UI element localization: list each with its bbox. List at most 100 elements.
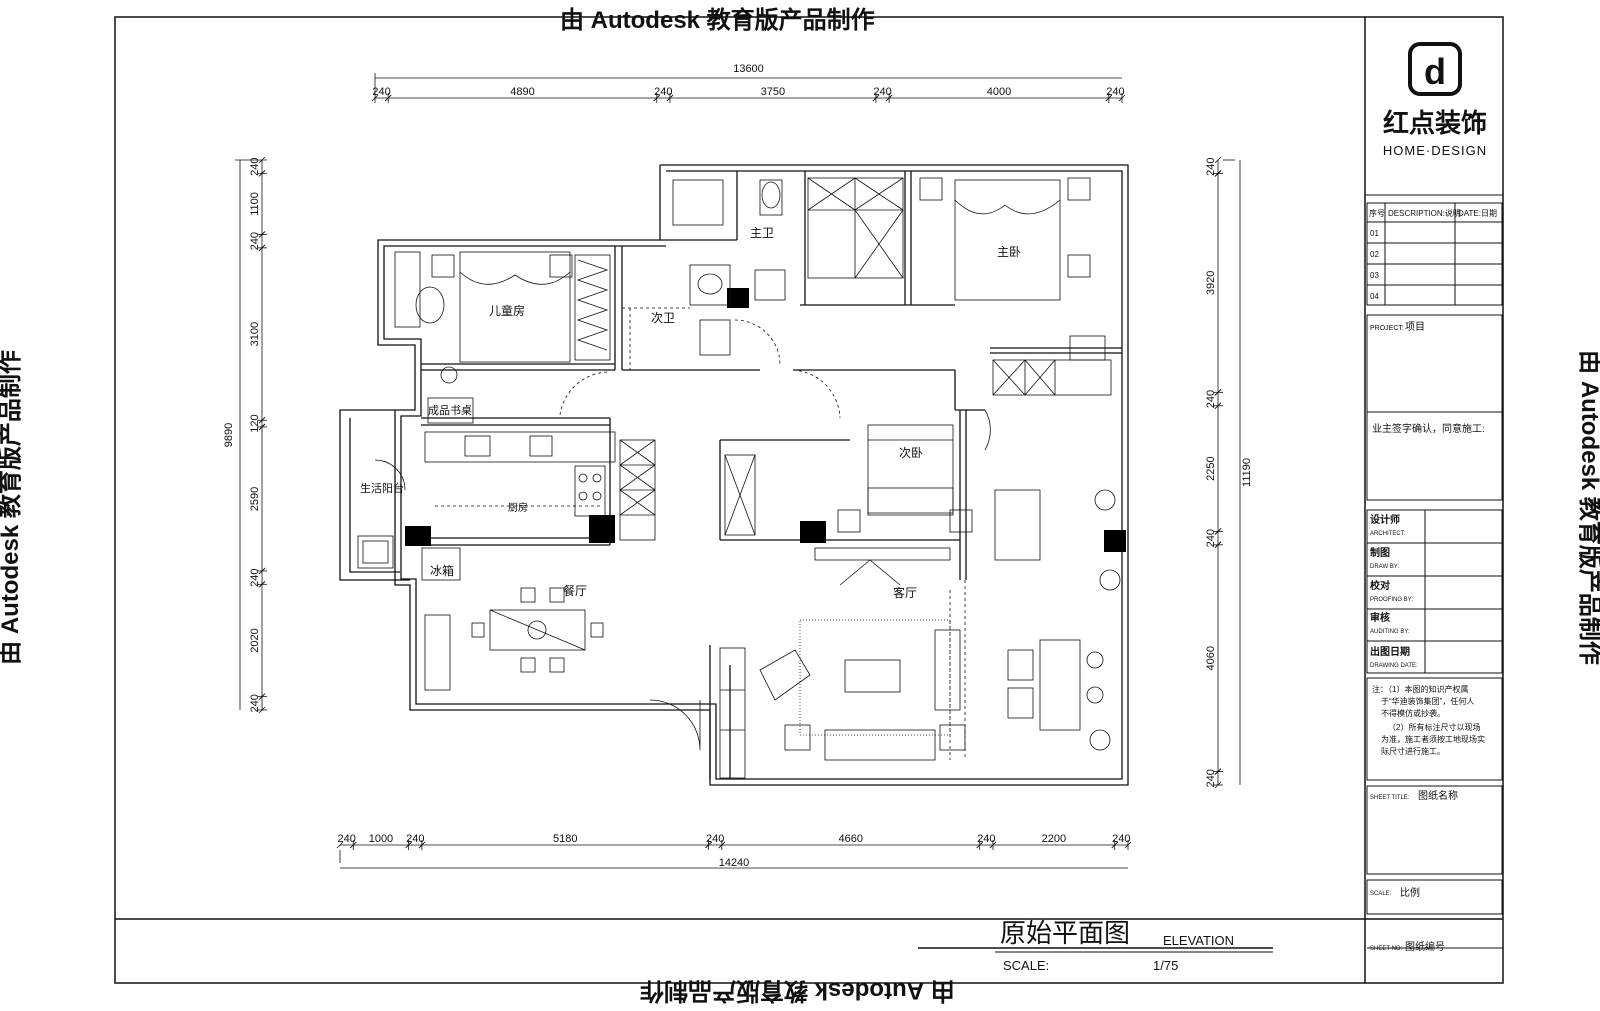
dimension-segment-label: 240 <box>873 86 891 98</box>
dimension-line <box>258 244 266 252</box>
dimension-segment-label: 240 <box>249 694 261 712</box>
room-label-dining: 餐厅 <box>563 583 587 598</box>
brand-subtitle: HOME·DESIGN <box>1383 143 1487 158</box>
dimension-line <box>989 841 997 849</box>
dimension-segment-label: 240 <box>249 232 261 250</box>
master-bed <box>954 179 1061 301</box>
project-value: 项目 <box>1405 321 1425 333</box>
dimension-segment-label: 5180 <box>553 833 577 845</box>
dimension-segment-label: 2250 <box>1205 456 1217 480</box>
rev-header-date: DATE:日期 <box>1458 209 1497 218</box>
room-label-second-bath: 次卫 <box>651 311 675 325</box>
room-label-master-bed: 主卧 <box>997 245 1021 259</box>
room-label-kitchen: 厨房 <box>508 501 528 514</box>
sheet-title-label: SHEET TITLE: <box>1370 795 1410 801</box>
dimension-line <box>1214 541 1222 549</box>
owner-signature-note: 业主签字确认，同意施工: <box>1372 422 1485 435</box>
drawing-scale-value: 1/75 <box>1153 958 1178 973</box>
note-line: （2）所有标注尺寸以现场 <box>1388 722 1480 732</box>
dimension-segment-label: 3100 <box>249 322 261 346</box>
dimension-line <box>336 841 344 849</box>
dimension-segment-label: 2020 <box>249 628 261 652</box>
sheet-title-value: 图纸名称 <box>1418 789 1458 802</box>
dimension-line <box>1214 402 1222 410</box>
dimension-line <box>258 170 266 177</box>
dimension-line <box>976 841 983 849</box>
dimension-segment-label: 240 <box>654 86 672 98</box>
dimension-line <box>1214 389 1222 396</box>
role-en: PROOFING BY: <box>1370 597 1413 603</box>
walls <box>339 164 1129 786</box>
note-line: 注：（1）本图的知识产权属 <box>1372 684 1468 694</box>
dimension-line <box>418 841 426 849</box>
dimension-segment-label: 4660 <box>839 833 863 845</box>
rev-header-no: 序号 <box>1369 208 1385 218</box>
room-label-second-bed: 次卧 <box>899 446 923 460</box>
room-label-master-bath: 主卫 <box>750 226 774 240</box>
kids-bed <box>459 251 571 363</box>
dimension-lines <box>235 73 1241 869</box>
dimension-line <box>666 94 674 102</box>
dimension-line <box>1214 528 1222 535</box>
dimension-line <box>349 841 357 849</box>
dimension-segment-label: 240 <box>337 833 355 845</box>
dimension-line <box>1214 768 1222 775</box>
brand-logo: d <box>1408 42 1462 96</box>
dimension-line <box>384 94 392 102</box>
dimension-line <box>705 841 712 849</box>
dimension-line <box>885 94 893 102</box>
dimension-line <box>1124 841 1132 849</box>
dimension-total-label: 11190 <box>1241 458 1253 487</box>
role-cn: 审核 <box>1370 611 1390 624</box>
dimension-line <box>1118 94 1126 102</box>
room-label-balcony: 生活阳台 <box>360 481 404 495</box>
door-leaves <box>374 409 991 751</box>
drawing-title-cn: 原始平面图 <box>1000 918 1130 948</box>
role-cn: 校对 <box>1370 579 1390 592</box>
dimension-line <box>1214 170 1222 177</box>
drawing-title-en: ELEVATION <box>1163 933 1234 948</box>
dimension-segment-label: 4890 <box>510 86 534 98</box>
brand-name: 红点装饰 <box>1383 108 1487 138</box>
sheet-no-value: 图纸编号 <box>1405 940 1445 953</box>
scale-value: 比例 <box>1400 886 1420 899</box>
furniture <box>357 177 1121 779</box>
dimension-segment-label: 240 <box>406 833 424 845</box>
dimension-segment-label: 240 <box>1205 529 1217 547</box>
dimension-line <box>258 231 266 238</box>
dimension-line <box>258 423 266 431</box>
dimension-line <box>1105 94 1113 102</box>
role-en: DRAWING DATE: <box>1370 663 1418 669</box>
project-label: PROJECT: <box>1370 325 1404 332</box>
dimension-segment-label: 240 <box>1205 769 1217 787</box>
dimension-line <box>1214 156 1222 164</box>
dimension-segment-label: 2200 <box>1042 833 1066 845</box>
role-en: DRAW BY: <box>1370 564 1399 570</box>
role-cn: 设计师 <box>1370 513 1400 526</box>
rev-row-no: 02 <box>1370 250 1379 259</box>
scale-label: SCALE: <box>1370 891 1392 897</box>
title-block <box>1365 194 1503 949</box>
dimension-line <box>258 416 266 424</box>
dimension-segment-label: 240 <box>706 833 724 845</box>
dimension-segment-label: 240 <box>1205 158 1217 176</box>
dimension-segment-label: 120 <box>249 414 261 432</box>
dimension-line <box>1111 841 1119 849</box>
dimension-line <box>258 693 266 700</box>
rev-header-desc: DESCRIPTION:说明 <box>1388 208 1461 218</box>
dimension-segment-label: 4000 <box>987 86 1011 98</box>
rev-row-no: 03 <box>1370 271 1379 280</box>
dimension-line <box>258 156 266 164</box>
note-line: 不得模仿或抄袭。 <box>1381 708 1445 718</box>
dimension-line <box>718 841 726 849</box>
dimension-segment-label: 3920 <box>1205 271 1217 295</box>
dimension-line <box>258 581 266 588</box>
note-line: 为准，施工者须按工地现场实 <box>1381 734 1485 744</box>
logo-glyph: d <box>1424 51 1446 92</box>
drawing-title: 原始平面图 ELEVATION SCALE: 1/75 <box>918 918 1273 973</box>
role-cn: 出图日期 <box>1370 645 1410 658</box>
dimension-segment-label: 240 <box>977 833 995 845</box>
dimension-segment-label: 240 <box>372 86 390 98</box>
structural-columns <box>405 288 1126 552</box>
